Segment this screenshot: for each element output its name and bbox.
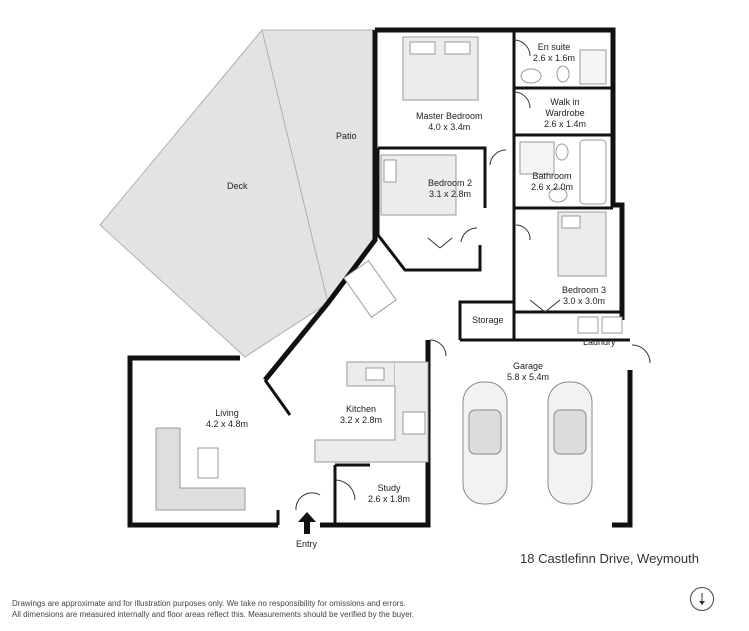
kitchen-label: Kitchen 3.2 x 2.8m <box>340 404 382 426</box>
deck-label: Deck <box>227 181 248 192</box>
disclaimer-line-2: All dimensions are measured internally a… <box>12 610 414 619</box>
garage-name: Garage <box>513 361 544 371</box>
living-label: Living 4.2 x 4.8m <box>206 408 248 430</box>
garage-cars <box>462 381 593 505</box>
property-address: 18 Castlefinn Drive, Weymouth <box>520 551 699 566</box>
living-name: Living <box>215 408 239 418</box>
master-name: Master Bedroom <box>416 111 483 121</box>
bedroom3-dims: 3.0 x 3.0m <box>563 296 606 306</box>
door-swings <box>295 39 651 511</box>
bathroom-name: Bathroom <box>532 171 572 181</box>
entry-label: Entry <box>296 539 317 550</box>
master-dims: 4.0 x 3.4m <box>428 122 471 132</box>
bedroom3-label: Bedroom 3 3.0 x 3.0m <box>562 285 606 307</box>
laundry-name: Laundry <box>583 337 616 347</box>
entry-name: Entry <box>296 539 318 549</box>
study-name: Study <box>377 483 401 493</box>
north-arrow-icon <box>690 587 714 611</box>
garage-label: Garage 5.8 x 5.4m <box>507 361 549 383</box>
storage-name: Storage <box>472 315 504 325</box>
disclaimer: Drawings are approximate and for illustr… <box>12 598 414 620</box>
deck-name: Deck <box>227 181 248 191</box>
bedroom3-name: Bedroom 3 <box>562 285 607 295</box>
bathroom-dims: 2.6 x 2.0m <box>531 182 574 192</box>
bedroom2-label: Bedroom 2 3.1 x 2.8m <box>428 178 472 200</box>
ensuite-name: En suite <box>537 42 571 52</box>
furniture <box>155 36 623 511</box>
patio-name: Patio <box>336 131 357 141</box>
ensuite-label: En suite 2.6 x 1.6m <box>533 42 575 64</box>
walkin-dims: 2.6 x 1.4m <box>544 119 587 129</box>
walkin-name2: Wardrobe <box>545 108 585 118</box>
ensuite-dims: 2.6 x 1.6m <box>533 53 576 63</box>
walkin-label: Walk in Wardrobe 2.6 x 1.4m <box>544 97 586 130</box>
patio-label: Patio <box>336 131 357 142</box>
disclaimer-line-1: Drawings are approximate and for illustr… <box>12 599 406 608</box>
bedroom2-name: Bedroom 2 <box>428 178 473 188</box>
master-label: Master Bedroom 4.0 x 3.4m <box>416 111 483 133</box>
entry-arrow-icon <box>298 512 316 534</box>
study-label: Study 2.6 x 1.8m <box>368 483 410 505</box>
storage-label: Storage <box>472 315 504 326</box>
walkin-name1: Walk in <box>550 97 580 107</box>
study-dims: 2.6 x 1.8m <box>368 494 411 504</box>
laundry-label: Laundry <box>583 337 616 348</box>
kitchen-name: Kitchen <box>346 404 377 414</box>
bedroom2-dims: 3.1 x 2.8m <box>429 189 472 199</box>
kitchen-dims: 3.2 x 2.8m <box>340 415 383 425</box>
bathroom-label: Bathroom 2.6 x 2.0m <box>531 171 573 193</box>
interior-walls <box>263 30 630 525</box>
living-dims: 4.2 x 4.8m <box>206 419 249 429</box>
garage-dims: 5.8 x 5.4m <box>507 372 550 382</box>
